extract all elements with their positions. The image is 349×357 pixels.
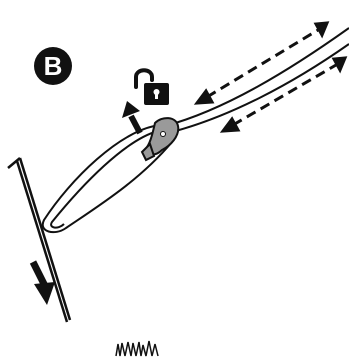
grass-icon	[116, 341, 158, 356]
step-badge-label: B	[44, 51, 63, 81]
arrow-up-left-icon	[122, 101, 140, 133]
step-badge: B	[34, 47, 72, 85]
tent-stake-icon	[8, 158, 70, 322]
guy-line	[43, 28, 349, 232]
unlock-icon	[136, 70, 169, 105]
arrow-down-icon	[33, 262, 55, 305]
double-headed-dashed-arrow-icon	[197, 23, 345, 131]
